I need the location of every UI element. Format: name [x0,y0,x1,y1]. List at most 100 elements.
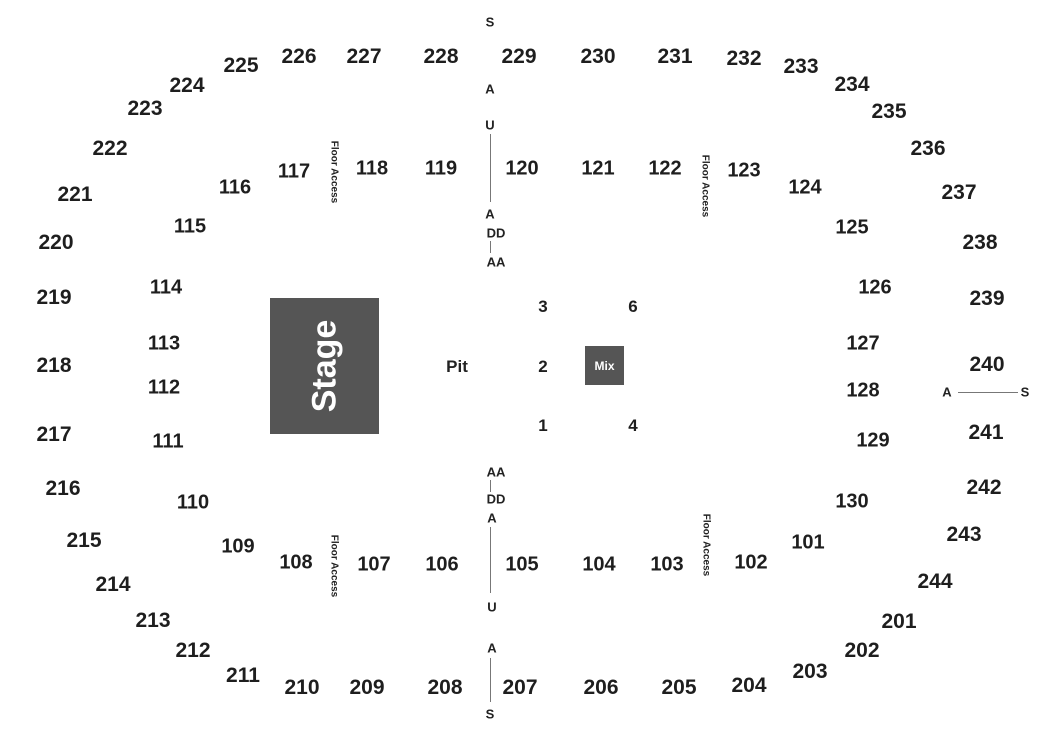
lower-section[interactable]: 114 [149,276,183,299]
stage[interactable]: Stage [270,298,379,434]
lower-section[interactable]: 102 [734,551,768,574]
upper-section[interactable]: 235 [871,100,907,123]
aisle-label: A [485,81,495,97]
upper-section[interactable]: 212 [175,639,211,662]
upper-section[interactable]: 223 [127,97,163,120]
lower-section[interactable]: 123 [727,159,761,182]
lower-section[interactable]: 107 [357,553,391,576]
lower-section[interactable]: 105 [505,553,539,576]
upper-section[interactable]: 209 [349,676,385,699]
lower-section[interactable]: 126 [858,276,892,299]
lower-section[interactable]: 113 [147,332,181,355]
aisle-line-bottom-small [490,480,491,492]
upper-section[interactable]: 216 [45,477,81,500]
upper-section[interactable]: 225 [223,54,259,77]
aisle-label: S [485,706,495,722]
lower-section[interactable]: 115 [173,215,207,238]
pit-section[interactable]: 1 [538,416,548,435]
lower-section[interactable]: 110 [176,491,210,514]
lower-section[interactable]: 118 [355,157,389,180]
lower-section[interactable]: 108 [279,551,313,574]
lower-section[interactable]: 111 [152,430,184,453]
floor-access-label: Floor Access [700,513,712,577]
lower-section[interactable]: 127 [846,332,880,355]
upper-section[interactable]: 204 [731,674,767,697]
upper-section[interactable]: 219 [36,286,72,309]
upper-section[interactable]: 242 [966,476,1002,499]
upper-section[interactable]: 228 [423,45,459,68]
upper-section[interactable]: 210 [284,676,320,699]
aisle-label: DD [486,225,506,241]
aisle-line-bottom [490,527,491,593]
upper-section[interactable]: 231 [657,45,693,68]
aisle-label: A [485,206,495,222]
upper-section[interactable]: 213 [135,609,171,632]
pit-section[interactable]: 2 [538,357,548,376]
upper-section[interactable]: 221 [57,183,93,206]
upper-section[interactable]: 226 [281,45,317,68]
upper-section[interactable]: 207 [502,676,538,699]
lower-section[interactable]: 106 [425,553,459,576]
lower-section[interactable]: 120 [505,157,539,180]
aisle-label: U [487,599,497,615]
upper-section[interactable]: 211 [226,664,260,687]
upper-section[interactable]: 238 [962,231,998,254]
mix-position[interactable]: Mix [585,346,624,385]
upper-section[interactable]: 241 [968,421,1004,444]
pit-section[interactable]: 6 [628,297,638,316]
upper-section[interactable]: 214 [95,573,131,596]
lower-section[interactable]: 109 [221,535,255,558]
upper-section[interactable]: 232 [726,47,762,70]
upper-section[interactable]: 202 [844,639,880,662]
upper-section[interactable]: 215 [66,529,102,552]
lower-section[interactable]: 116 [218,176,252,199]
upper-section[interactable]: 239 [969,287,1005,310]
lower-section[interactable]: 101 [791,531,825,554]
lower-section[interactable]: 103 [650,553,684,576]
upper-section[interactable]: 233 [783,55,819,78]
lower-section[interactable]: 117 [277,160,311,183]
floor-access-label: Floor Access [328,534,340,598]
upper-section[interactable]: 237 [941,181,977,204]
lower-section[interactable]: 130 [835,490,869,513]
aisle-line-right [958,392,1018,393]
upper-section[interactable]: 206 [583,676,619,699]
aisle-label: U [485,117,495,133]
lower-section[interactable]: 119 [424,157,458,180]
aisle-line-bottom-s [490,658,491,702]
upper-section[interactable]: 217 [36,423,72,446]
upper-section[interactable]: 201 [881,610,917,633]
upper-section[interactable]: 230 [580,45,616,68]
upper-section[interactable]: 240 [969,353,1005,376]
lower-section[interactable]: 104 [582,553,616,576]
upper-section[interactable]: 222 [92,137,128,160]
upper-section[interactable]: 234 [834,73,870,96]
upper-section[interactable]: 218 [36,354,72,377]
lower-section[interactable]: 122 [648,157,682,180]
pit-section[interactable]: 3 [538,297,548,316]
lower-section[interactable]: 125 [835,216,869,239]
lower-section[interactable]: 124 [788,176,822,199]
aisle-label: S [1020,384,1030,400]
lower-section[interactable]: 121 [581,157,615,180]
upper-section[interactable]: 220 [38,231,74,254]
lower-section[interactable]: 128 [846,379,880,402]
upper-section[interactable]: 227 [346,45,382,68]
upper-section[interactable]: 236 [910,137,946,160]
floor-access-label: Floor Access [699,154,711,218]
pit-section[interactable]: 4 [628,416,638,435]
upper-section[interactable]: 243 [946,523,982,546]
upper-section[interactable]: 229 [501,45,537,68]
upper-section[interactable]: 205 [661,676,697,699]
upper-section[interactable]: 224 [169,74,205,97]
aisle-line-top-small [490,241,491,253]
upper-section[interactable]: 244 [917,570,953,593]
upper-section[interactable]: 203 [792,660,828,683]
lower-section[interactable]: 129 [856,429,890,452]
upper-section[interactable]: 208 [427,676,463,699]
stage-label: Stage [305,319,343,413]
aisle-label: AA [486,464,506,480]
lower-section[interactable]: 112 [147,376,181,399]
aisle-line-top [490,134,491,202]
